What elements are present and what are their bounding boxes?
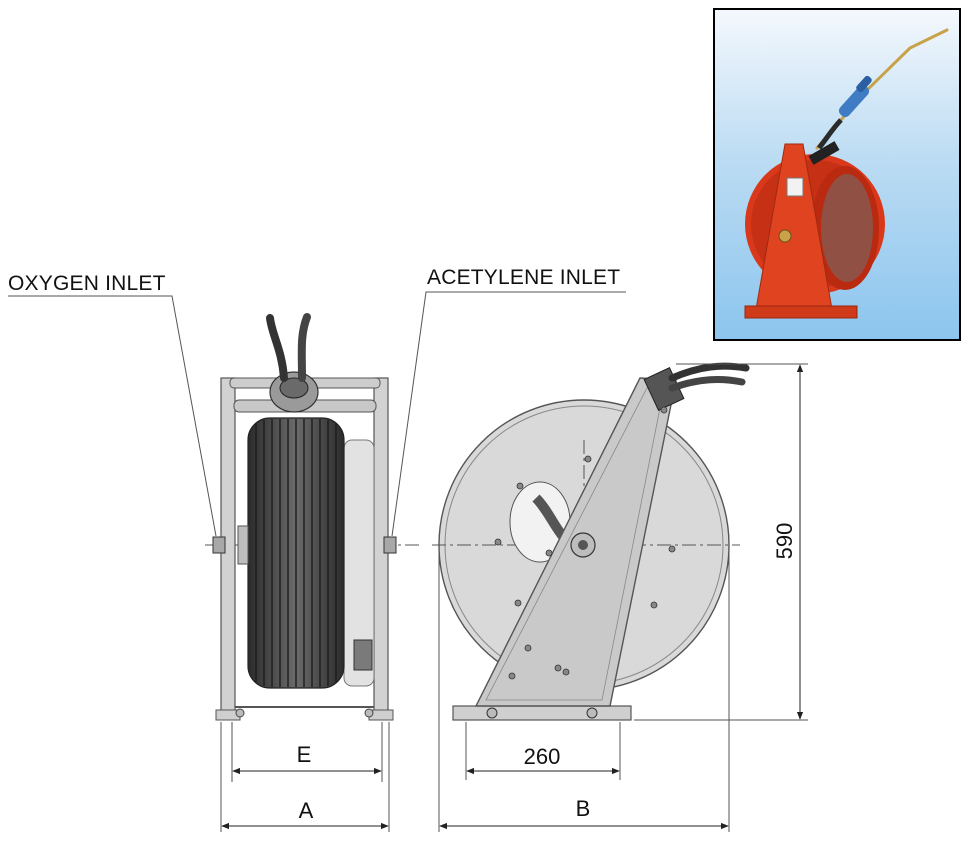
product-photo-frame	[713, 8, 961, 341]
acetylene-inlet-label: ACETYLENE INLET	[427, 266, 620, 289]
front-view	[205, 313, 420, 721]
dimension-a-label: A	[299, 798, 314, 823]
dimension-590-label: 590	[772, 523, 797, 560]
oxygen-inlet-label: OXYGEN INLET	[8, 272, 166, 295]
red-hose-reel-photo-icon	[744, 28, 949, 319]
side-view	[432, 362, 750, 721]
top-hose-left	[266, 314, 288, 382]
dimension-lines	[220, 363, 808, 832]
base-plate	[452, 705, 632, 721]
dimension-e-label: E	[297, 742, 312, 767]
acetylene-inlet-fitting	[383, 536, 397, 554]
callout-leaders	[8, 291, 626, 537]
oxygen-inlet-fitting	[212, 536, 226, 554]
top-hose-right	[297, 313, 311, 382]
dimension-b-label: B	[576, 796, 591, 821]
dimension-260-label: 260	[524, 744, 561, 769]
